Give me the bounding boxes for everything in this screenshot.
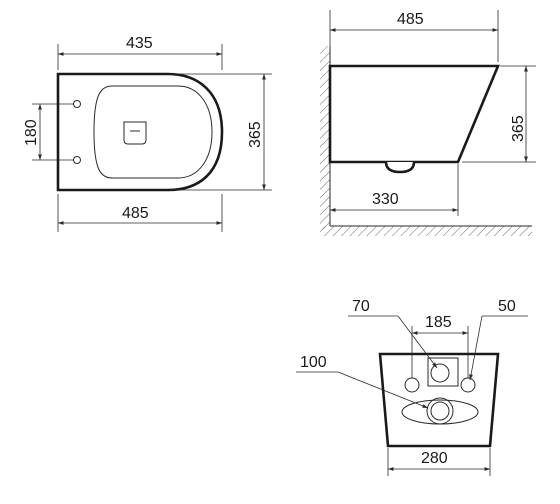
bowl-outline-top: [56, 72, 224, 192]
top-view: 435 485 180 365: [23, 35, 272, 232]
dim-365-side-view-label: 365: [510, 115, 527, 142]
bowl-outline-side: [328, 64, 500, 164]
dim-185-label: 185: [425, 314, 452, 331]
dim-70-label: 70: [352, 298, 370, 315]
dim-50-label: 50: [498, 298, 516, 315]
side-view: 485 365 330: [320, 10, 536, 236]
dim-365-top-view-label: 365: [247, 121, 264, 148]
drain-outline: [123, 121, 147, 145]
dim-435-label: 435: [126, 35, 153, 52]
back-view: 70 185 50 100 280: [296, 298, 528, 476]
outlet-pipe-side: [384, 161, 416, 174]
wall-hatch: [320, 46, 330, 230]
dim-330-label: 330: [372, 191, 399, 208]
bowl-inner-opening: [93, 85, 213, 179]
pipe-70-hole: [430, 363, 450, 383]
dim-485-side-view-label: 485: [397, 11, 424, 28]
floor-hatch: [320, 226, 532, 236]
dim-485-top-view-label: 485: [122, 205, 149, 222]
dim-100-label: 100: [300, 354, 327, 371]
dim-280-label: 280: [421, 450, 448, 467]
dim-180-label: 180: [23, 119, 40, 146]
fastener-plate: [427, 357, 459, 387]
